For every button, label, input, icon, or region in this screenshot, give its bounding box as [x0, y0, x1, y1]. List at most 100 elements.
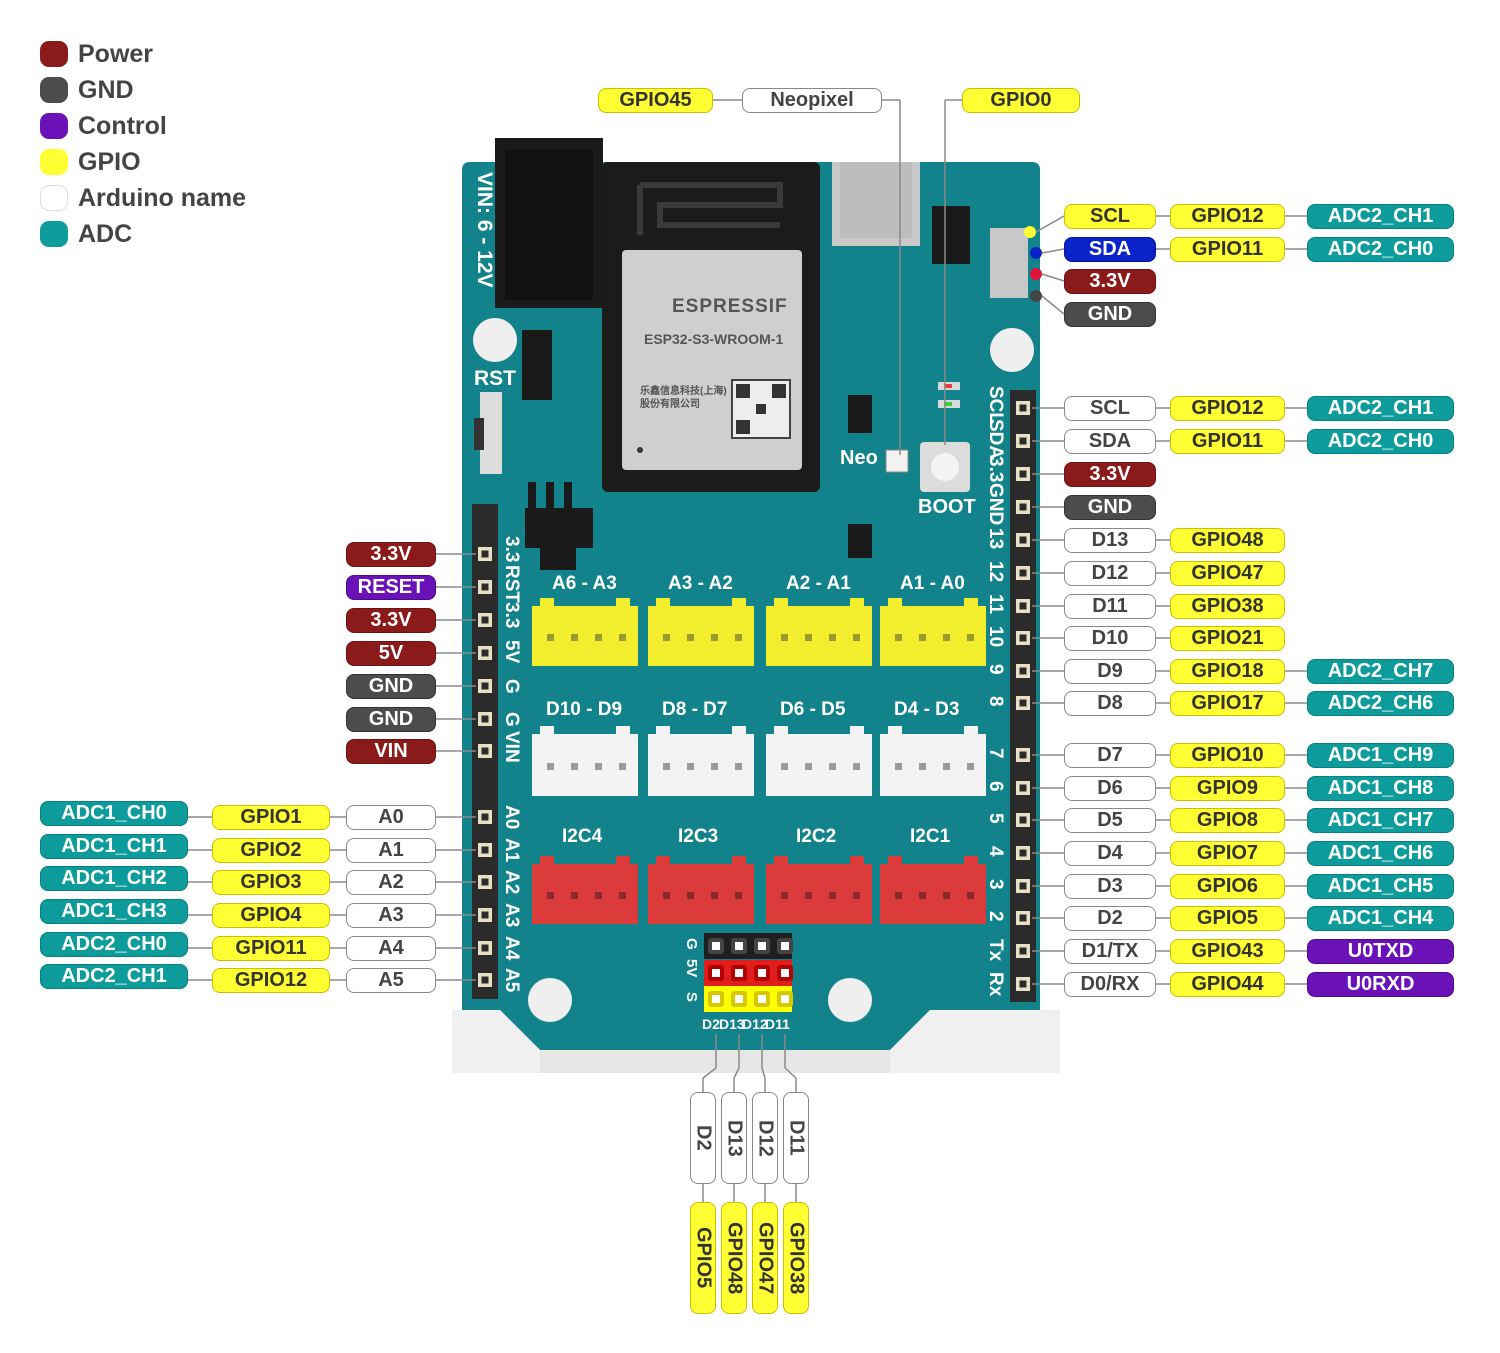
left-silkscreen-rst: RST — [501, 565, 522, 603]
connector-pin — [829, 763, 836, 770]
header-pin-hole — [1019, 914, 1027, 922]
right-silkscreen-sda: SDA — [985, 419, 1006, 460]
qwiic-connector — [990, 228, 1028, 298]
voltage-regulator-tab — [540, 548, 576, 570]
right-pin-d3: D3 — [1064, 873, 1156, 899]
bottom-pin-gpio48: GPIO48 — [721, 1202, 747, 1314]
right-pin-d7: D7 — [1064, 742, 1156, 768]
connector-pin — [943, 634, 950, 641]
qwiic-pin-dot — [1030, 290, 1042, 302]
right-silkscreen-13: 13 — [985, 528, 1006, 550]
bottom-pin-d12: D12 — [752, 1092, 778, 1184]
left-silkscreen-g: G — [501, 712, 522, 727]
right-pin-gpio47: GPIO47 — [1170, 560, 1285, 586]
analog-connector-latch — [964, 598, 978, 608]
digital-connector-latch — [888, 726, 902, 736]
mounting-hole — [473, 318, 517, 362]
reset-switch — [480, 392, 502, 474]
connector-label-i2c1: I2C1 — [910, 826, 951, 847]
connector-pin — [595, 634, 602, 641]
servo-pin-hole — [758, 969, 766, 977]
digital-connector-latch — [540, 726, 554, 736]
header-pin-hole — [481, 715, 489, 723]
leader-line-qwiic — [1035, 215, 1065, 233]
legend-item-adc: ADC — [40, 216, 246, 252]
right-pin-gpio18: GPIO18 — [1170, 658, 1285, 684]
regulator-pin — [564, 482, 572, 512]
header-pin-hole — [481, 911, 489, 919]
header-pin-hole — [1019, 602, 1027, 610]
i2c-connector-latch — [616, 856, 630, 866]
led-red-dot — [944, 384, 952, 388]
legend-swatch-arduino-name — [40, 185, 68, 211]
qwiic-pin-dot — [1024, 226, 1036, 238]
connector-pin — [687, 634, 694, 641]
right-pin-gpio44: GPIO44 — [1170, 971, 1285, 997]
right-pin-d10: D10 — [1064, 625, 1156, 651]
right-pin-d2: D2 — [1064, 905, 1156, 931]
right-pin-d6: D6 — [1064, 775, 1156, 801]
right-pin-adc2-ch7: ADC2_CH7 — [1307, 658, 1454, 684]
header-pin-hole — [481, 944, 489, 952]
left-pin-gpio2: GPIO2 — [212, 837, 330, 863]
bottom-pin-gpio5: GPIO5 — [690, 1202, 716, 1314]
left-pin-5v: 5V — [346, 640, 436, 666]
qr-marker — [772, 384, 786, 398]
left-silkscreen-a4: A4 — [501, 936, 522, 961]
connector-pin — [687, 892, 694, 899]
connector-pin — [547, 634, 554, 641]
i2c-connector-latch — [964, 856, 978, 866]
mount-wedge-left — [452, 1010, 540, 1073]
header-pin-hole — [481, 583, 489, 591]
connector-pin — [735, 892, 742, 899]
servo-pin-hole — [781, 995, 789, 1003]
mounting-hole — [828, 978, 872, 1022]
left-silkscreen-3-3: 3.3 — [501, 602, 522, 629]
servo-pin-label-d11: D11 — [765, 1016, 790, 1032]
header-pin-hole — [1019, 980, 1027, 988]
connector-pin — [853, 634, 860, 641]
connector-pin — [711, 763, 718, 770]
bottom-pin-d13: D13 — [721, 1092, 747, 1184]
left-pin-adc1-ch2: ADC1_CH2 — [40, 865, 188, 891]
digital-connector-latch — [850, 726, 864, 736]
header-pin-hole — [1019, 667, 1027, 675]
digital-connector-latch — [732, 726, 746, 736]
right-pin-adc1-ch6: ADC1_CH6 — [1307, 840, 1454, 866]
servo-pin-hole — [781, 969, 789, 977]
connector-pin — [781, 634, 788, 641]
right-pin-d8: D8 — [1064, 690, 1156, 716]
i2c-connector-latch — [732, 856, 746, 866]
pin-label-gpio45: GPIO45 — [598, 87, 713, 113]
regulator-pin — [546, 482, 554, 512]
servo-pin-hole — [781, 942, 789, 950]
antenna-trace — [637, 182, 783, 235]
qwiic-label-3-3v: 3.3V — [1064, 268, 1156, 294]
connector-label-d6-d5: D6 - D5 — [780, 699, 846, 720]
servo-pin-hole — [712, 995, 720, 1003]
right-pin-adc2-ch0: ADC2_CH0 — [1307, 428, 1454, 454]
right-pin-adc1-ch9: ADC1_CH9 — [1307, 742, 1454, 768]
legend-item-power: Power — [40, 36, 246, 72]
right-pin-gpio8: GPIO8 — [1170, 807, 1285, 833]
left-pin-a0: A0 — [346, 804, 436, 830]
connector-pin — [805, 634, 812, 641]
legend-swatch-gnd — [40, 77, 68, 103]
servo-pin-hole — [712, 942, 720, 950]
header-pin-hole — [481, 550, 489, 558]
neopixel-led — [885, 449, 909, 473]
rst-silkscreen: RST — [474, 367, 516, 390]
connector-pin — [711, 892, 718, 899]
connector-label-i2c2: I2C2 — [796, 826, 837, 847]
header-pin-hole — [1019, 536, 1027, 544]
qwiic-label-gpio11: GPIO11 — [1170, 236, 1285, 262]
header-pin-hole — [481, 813, 489, 821]
right-pin-gpio17: GPIO17 — [1170, 690, 1285, 716]
right-pin-gpio21: GPIO21 — [1170, 625, 1285, 651]
connector-label-i2c4: I2C4 — [562, 826, 603, 847]
boot-button-cap — [931, 453, 959, 481]
right-pin-gpio7: GPIO7 — [1170, 840, 1285, 866]
analog-connector-latch — [850, 598, 864, 608]
header-pin-hole — [1019, 404, 1027, 412]
